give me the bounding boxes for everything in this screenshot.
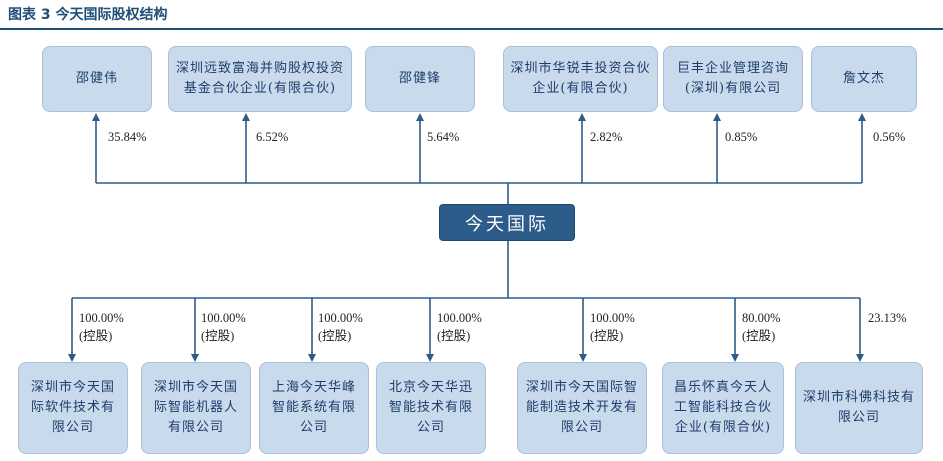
shareholder-box: 邵健锋: [365, 46, 475, 112]
subsidiary-pct: 100.00%(控股): [437, 311, 482, 343]
shareholder-pct: 0.56%: [873, 130, 906, 144]
shareholder-box: 詹文杰: [811, 46, 917, 112]
company-box: 今天国际: [439, 204, 575, 241]
figure-title: 图表 3 今天国际股权结构: [8, 7, 168, 23]
shareholder-box: 深圳市华锐丰投资合伙企业(有限合伙): [503, 46, 658, 112]
subsidiary-box: 上海今天华峰智能系统有限公司: [259, 362, 369, 454]
shareholder-pct: 2.82%: [590, 130, 623, 144]
shareholder-box: 深圳远致富海并购股权投资基金合伙企业(有限合伙): [168, 46, 352, 112]
subsidiary-box: 北京今天华迅智能技术有限公司: [376, 362, 486, 454]
subsidiary-pct: 100.00%(控股): [201, 311, 246, 343]
subsidiary-pct: 23.13%: [868, 311, 907, 325]
subsidiary-pct: 80.00%(控股): [742, 311, 781, 343]
subsidiary-box: 深圳市科佛科技有限公司: [795, 362, 923, 454]
shareholder-pct: 6.52%: [256, 130, 289, 144]
subsidiary-box: 深圳市今天国际软件技术有限公司: [18, 362, 128, 454]
subsidiary-pct: 100.00%(控股): [318, 311, 363, 343]
shareholder-pct: 0.85%: [725, 130, 758, 144]
shareholder-box: 巨丰企业管理咨询(深圳)有限公司: [663, 46, 803, 112]
subsidiary-pct: 100.00%(控股): [79, 311, 124, 343]
subsidiary-box: 昌乐怀真今天人工智能科技合伙企业(有限合伙): [662, 362, 784, 454]
subsidiary-box: 深圳市今天国际智能制造技术开发有限公司: [517, 362, 647, 454]
shareholder-pct: 5.64%: [427, 130, 460, 144]
subsidiary-pct: 100.00%(控股): [590, 311, 635, 343]
shareholder-box: 邵健伟: [42, 46, 152, 112]
shareholder-pct: 35.84%: [108, 130, 147, 144]
title-divider: [0, 28, 943, 30]
subsidiary-box: 深圳市今天国际智能机器人有限公司: [141, 362, 251, 454]
